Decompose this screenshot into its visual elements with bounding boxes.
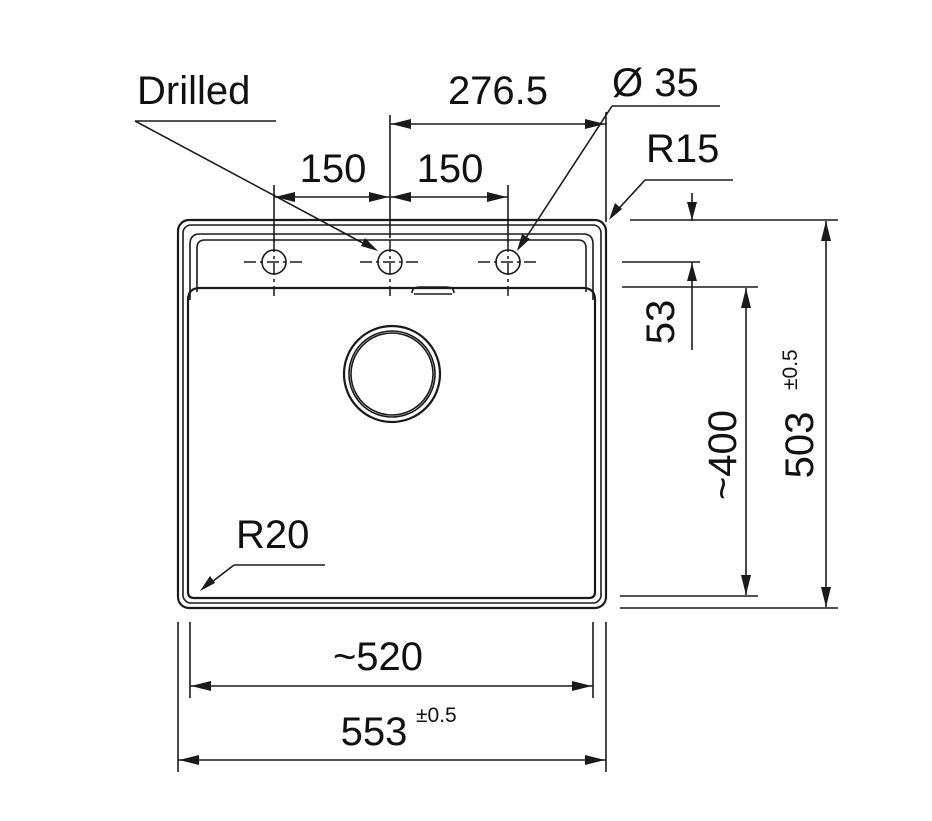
dim-150-150 — [273, 185, 509, 242]
dim-553-tolerance: ±0.5 — [416, 704, 457, 727]
tap-hole-left — [244, 240, 306, 296]
dim-400-label: ~400 — [701, 410, 745, 500]
r20-label: R20 — [236, 513, 309, 557]
tap-hole-right — [478, 240, 540, 296]
right-extension-lines — [620, 219, 838, 609]
back-ledge — [189, 233, 594, 300]
drilled-label: Drilled — [137, 69, 250, 113]
r15-label: R15 — [646, 127, 719, 171]
dim-503 — [821, 221, 831, 607]
tap-hole-center — [360, 240, 422, 296]
dim-503-tolerance: ±0.5 — [779, 349, 802, 390]
r15-leader — [609, 179, 733, 220]
dim-150-right-label: 150 — [417, 147, 484, 191]
dim-276-5 — [389, 112, 607, 238]
sink-outer-rim — [176, 218, 608, 610]
sink-inner-rim — [182, 224, 602, 604]
back-ledge-inner — [196, 239, 587, 292]
sink-outline — [176, 218, 608, 610]
dim-276-5-label: 276.5 — [448, 69, 548, 113]
drain-inner-2 — [350, 332, 434, 416]
dim-520 — [189, 622, 594, 698]
overflow-slot — [411, 286, 455, 294]
dim-150-left-label: 150 — [300, 147, 367, 191]
dia-35-leader — [517, 105, 720, 251]
dim-553 — [177, 622, 607, 772]
dim-520-label: ~520 — [333, 635, 423, 679]
dim-53-label: 53 — [639, 300, 683, 345]
dia-35-label: Ø 35 — [612, 61, 699, 105]
drilled-leader — [134, 120, 378, 251]
dim-53 — [687, 193, 697, 350]
dim-400 — [741, 288, 751, 595]
bowl-outline — [186, 286, 597, 600]
r20-leader — [200, 564, 325, 591]
dim-503-label: 503 — [778, 412, 822, 479]
drain-inner — [348, 330, 436, 418]
drain-outer — [342, 324, 442, 424]
dim-553-label: 553 — [341, 710, 408, 754]
